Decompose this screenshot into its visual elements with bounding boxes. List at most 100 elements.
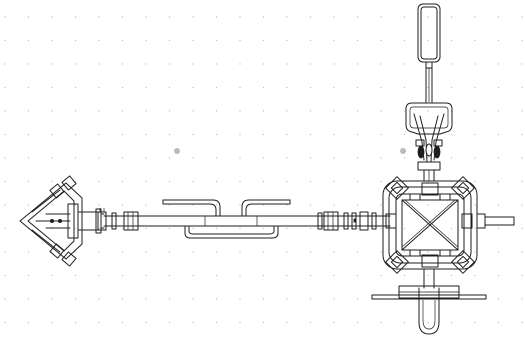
grid-dot bbox=[4, 110, 6, 112]
grid-dot bbox=[145, 227, 147, 230]
grid-dot bbox=[380, 110, 382, 112]
grid-dot bbox=[215, 110, 218, 112]
right-stub[interactable] bbox=[476, 213, 515, 229]
grid-dot bbox=[74, 227, 77, 230]
grid-dot bbox=[262, 110, 265, 112]
grid-dot bbox=[239, 274, 241, 277]
grid-dot bbox=[121, 16, 124, 18]
grid-dot bbox=[427, 110, 429, 112]
grid-dot bbox=[239, 16, 241, 18]
grid-dot bbox=[497, 180, 500, 183]
grid-dot bbox=[51, 204, 53, 206]
grid-dot bbox=[239, 63, 241, 65]
grid-dot bbox=[356, 227, 359, 230]
grid-dot bbox=[98, 133, 100, 136]
grid-dot bbox=[121, 39, 124, 42]
grid-dot bbox=[239, 321, 241, 324]
grid-dot bbox=[98, 157, 100, 159]
left-end-bracket[interactable] bbox=[19, 175, 105, 267]
grid-dot bbox=[497, 133, 500, 136]
grid-dot bbox=[286, 133, 288, 136]
grid-dot bbox=[4, 16, 6, 18]
grid-dot bbox=[497, 227, 500, 230]
grid-dot bbox=[309, 157, 312, 159]
grid-dot bbox=[309, 298, 312, 300]
grid-dot bbox=[497, 63, 500, 65]
grid-dot bbox=[474, 39, 476, 42]
grid-dot bbox=[192, 63, 194, 65]
grid-dot bbox=[427, 63, 429, 65]
main-beam[interactable] bbox=[103, 215, 391, 227]
upper-arm[interactable] bbox=[405, 61, 453, 135]
grid-dot bbox=[403, 227, 406, 230]
grid-dot bbox=[51, 298, 53, 300]
grid-dot bbox=[286, 251, 288, 253]
grid-dot bbox=[427, 86, 429, 89]
grid-dot bbox=[450, 274, 453, 277]
grid-dot bbox=[450, 133, 453, 136]
grid-dot bbox=[497, 39, 500, 42]
grid-dot bbox=[168, 204, 171, 206]
grid-dot bbox=[262, 16, 265, 18]
grid-dot bbox=[450, 39, 453, 42]
grid-dot bbox=[51, 16, 53, 18]
grid-dot bbox=[356, 63, 359, 65]
grid-dot bbox=[427, 251, 429, 253]
grid-dot bbox=[309, 227, 312, 230]
grid-dot bbox=[74, 133, 77, 136]
grid-dot bbox=[215, 274, 218, 277]
beam-collars[interactable] bbox=[97, 208, 377, 231]
grid-dot bbox=[474, 251, 476, 253]
grid-dot bbox=[497, 16, 500, 18]
grid-dot bbox=[74, 204, 77, 206]
grid-dot bbox=[98, 251, 100, 253]
grid-dot bbox=[168, 180, 171, 183]
grid-dot bbox=[27, 298, 30, 300]
grid-dot bbox=[521, 251, 523, 253]
grid-dot bbox=[98, 298, 100, 300]
grid-dot bbox=[121, 133, 124, 136]
grid-dot bbox=[27, 133, 30, 136]
grid-dot bbox=[380, 86, 382, 89]
grid-dot bbox=[27, 157, 30, 159]
grid-dot bbox=[427, 39, 429, 42]
grid-dot bbox=[98, 321, 100, 324]
grid-dot bbox=[4, 298, 6, 300]
grid-dot bbox=[215, 298, 218, 300]
grid-dot bbox=[333, 63, 335, 65]
grid-dot bbox=[497, 251, 500, 253]
grid-dot bbox=[98, 204, 100, 206]
grid-dot bbox=[74, 298, 77, 300]
lower-foot-plate[interactable] bbox=[371, 268, 487, 335]
grid-dot bbox=[51, 133, 53, 136]
grid-dot bbox=[403, 39, 406, 42]
grid-dot bbox=[262, 227, 265, 230]
center-handle[interactable] bbox=[162, 199, 291, 239]
grid-dot bbox=[4, 180, 6, 183]
grid-dot bbox=[309, 274, 312, 277]
grid-dot bbox=[427, 157, 429, 159]
grid-dot bbox=[262, 63, 265, 65]
grid-dot bbox=[474, 180, 476, 183]
grid-dot bbox=[403, 133, 406, 136]
grid-dot bbox=[333, 16, 335, 18]
grid-dot bbox=[262, 298, 265, 300]
grid-dot bbox=[74, 157, 77, 159]
upper-arm-pad[interactable] bbox=[417, 3, 441, 63]
grid-dot bbox=[333, 86, 335, 89]
grid-dot bbox=[51, 321, 53, 324]
grid-dot bbox=[450, 86, 453, 89]
grid-dot bbox=[450, 16, 453, 18]
grid-dot bbox=[192, 157, 194, 159]
grid-dot bbox=[74, 274, 77, 277]
cable-linkage[interactable] bbox=[413, 113, 445, 182]
grid-dot bbox=[309, 110, 312, 112]
grid-dot bbox=[309, 180, 312, 183]
grid-dot bbox=[4, 227, 6, 230]
grid-dot bbox=[168, 227, 171, 230]
right-center-hub[interactable] bbox=[382, 176, 478, 274]
grid-dot bbox=[286, 86, 288, 89]
grid-dot bbox=[403, 251, 406, 253]
